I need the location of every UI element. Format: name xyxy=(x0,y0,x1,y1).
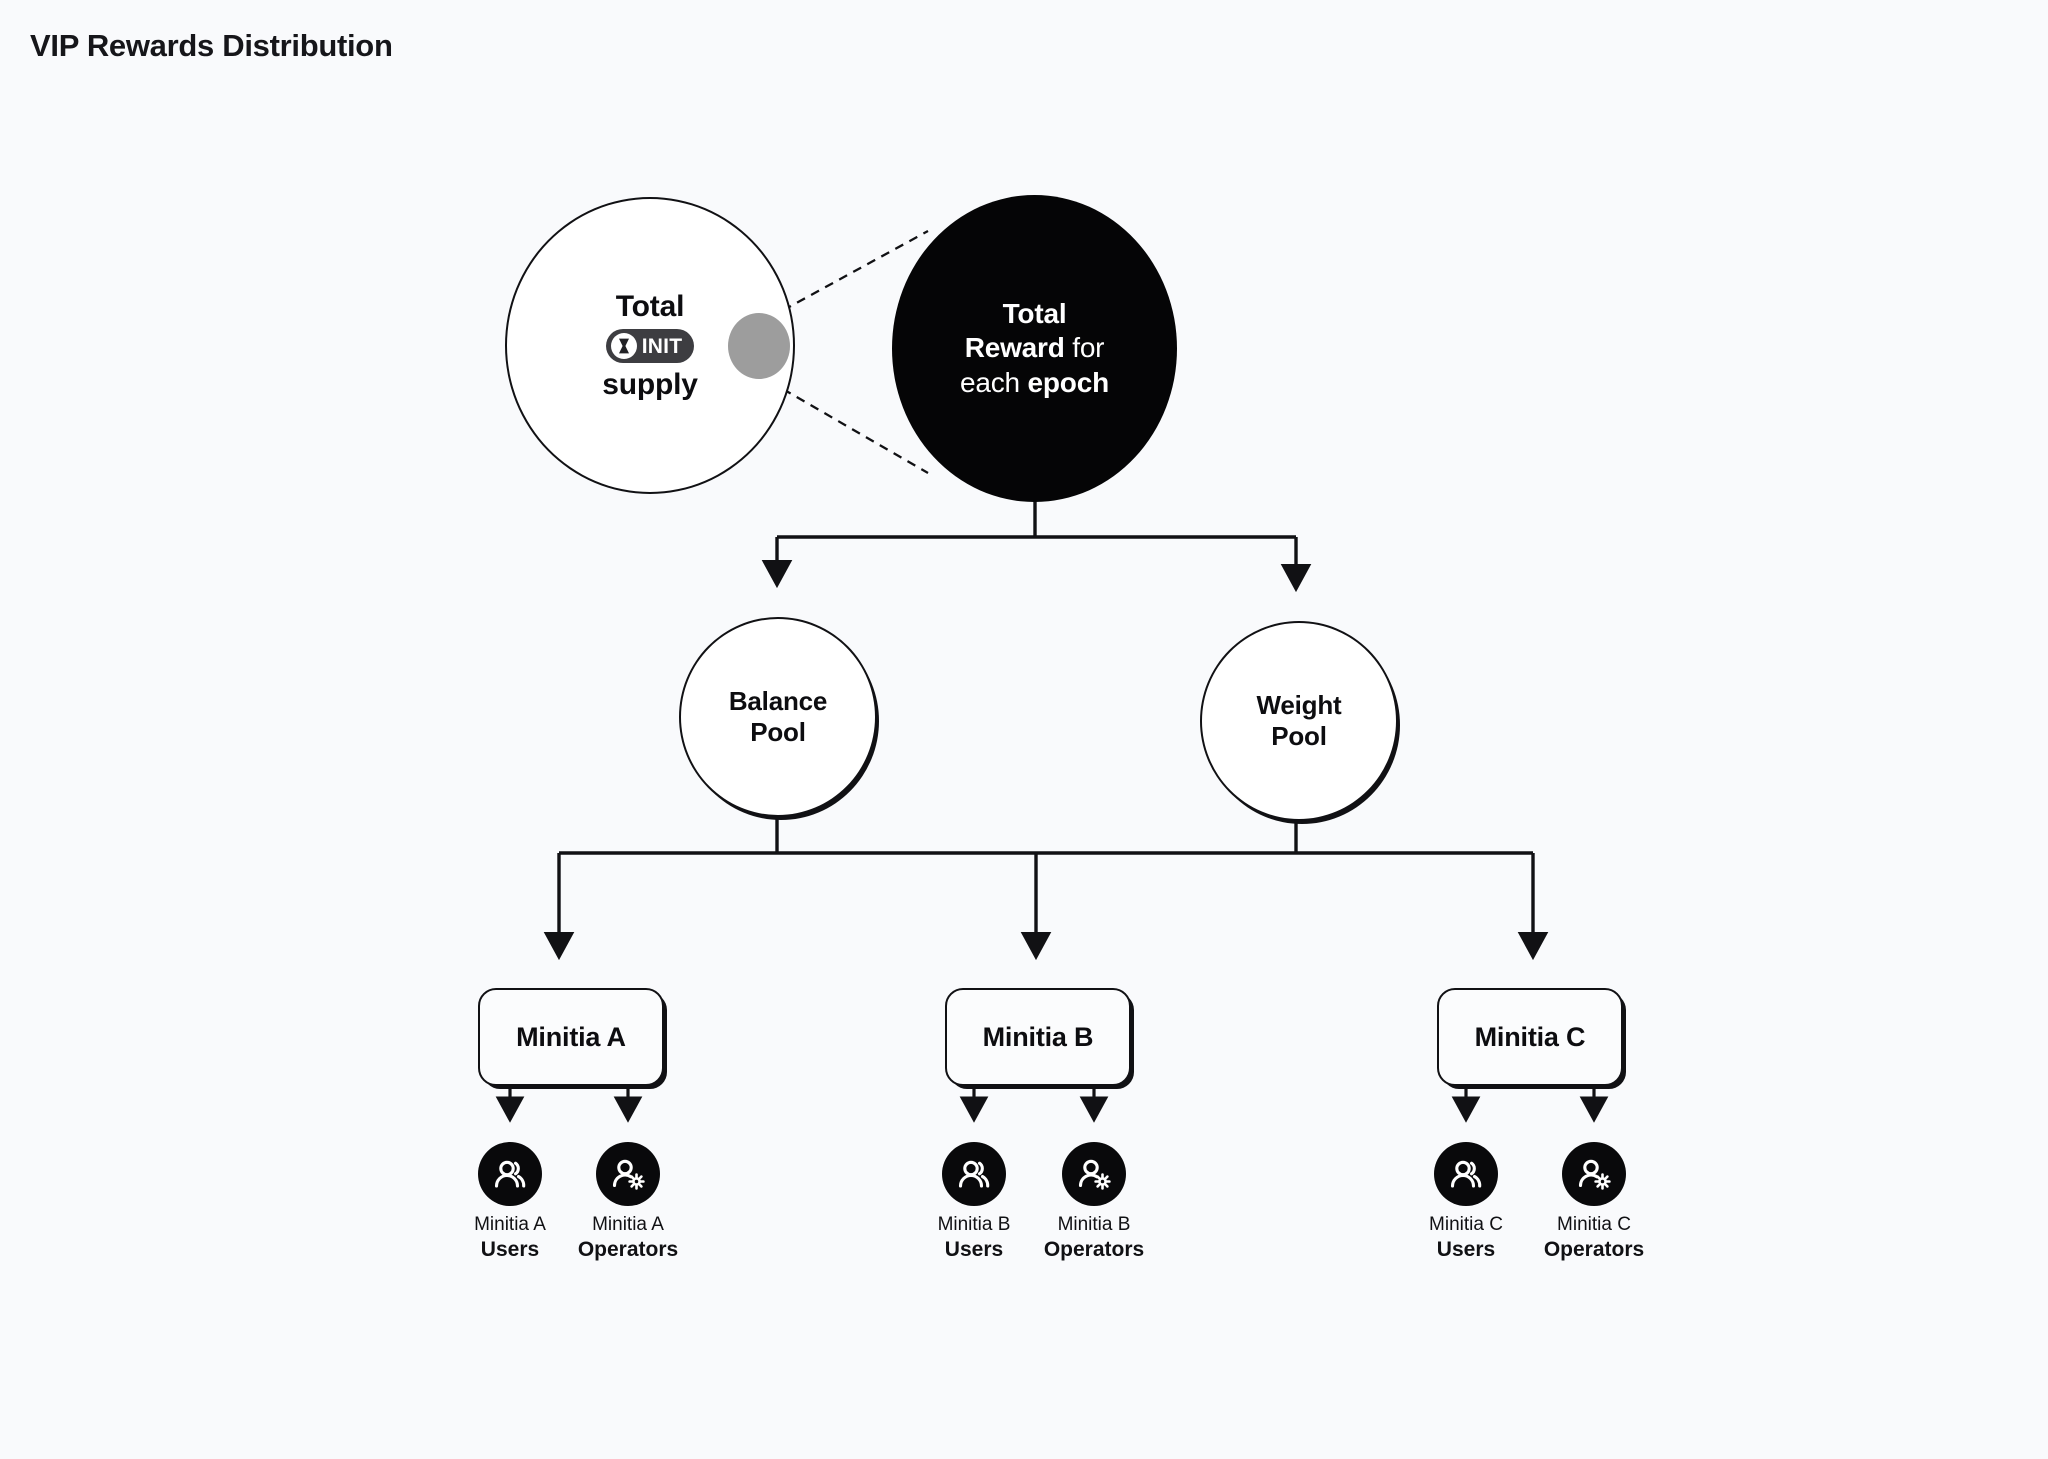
minitia-a-operators-line-1: Minitia A xyxy=(592,1214,664,1235)
total-reward-total-word: Total xyxy=(1002,298,1067,330)
minitia-a-users-line-1: Minitia A xyxy=(474,1214,546,1235)
minitia-c-box: Minitia C xyxy=(1437,988,1623,1086)
minitia-b-users-line-2: Users xyxy=(944,1238,1004,1262)
user-gear-icon xyxy=(596,1142,660,1206)
minitia-b-operators-label: Minitia B Operators xyxy=(1044,1213,1144,1264)
minitia-b-label: Minitia B xyxy=(982,1021,1094,1052)
minitia-b-operators-node: Minitia B Operators xyxy=(1019,1142,1169,1264)
balance-pool-line-2: Pool xyxy=(750,717,806,747)
minitia-a-label: Minitia A xyxy=(516,1021,626,1052)
minitia-b-operators-line-2: Operators xyxy=(1043,1238,1145,1262)
init-token-badge: INIT xyxy=(605,329,695,363)
pools-to-minitia-connector xyxy=(543,817,1549,961)
minitia-c-operators-line-2: Operators xyxy=(1543,1238,1645,1262)
minitia-b-to-leaves-connector xyxy=(959,1086,1109,1123)
total-supply-line-1: Total xyxy=(615,289,685,323)
minitia-b-users-line-1: Minitia B xyxy=(937,1214,1011,1235)
minitia-a-operators-line-2: Operators xyxy=(577,1238,679,1262)
minitia-c-operators-node: Minitia C Operators xyxy=(1519,1142,1669,1264)
minitia-c-users-label: Minitia C Users xyxy=(1429,1213,1503,1264)
balance-pool-node: Balance Pool xyxy=(679,617,877,817)
total-reward-reward-word: Reward xyxy=(964,332,1065,364)
minitia-a-users-line-2: Users xyxy=(480,1238,540,1262)
minitia-a-operators-label: Minitia A Operators xyxy=(578,1213,678,1264)
total-reward-line-2: Reward for xyxy=(965,331,1105,365)
minitia-b-box: Minitia B xyxy=(945,988,1131,1086)
minitia-b-operators-line-1: Minitia B xyxy=(1057,1214,1131,1235)
total-supply-line-3: supply xyxy=(602,368,698,401)
init-token-icon xyxy=(610,333,637,359)
minitia-c-to-leaves-connector xyxy=(1451,1086,1609,1123)
minitia-c-operators-line-1: Minitia C xyxy=(1557,1214,1631,1235)
magnifier-source-dot xyxy=(728,313,790,379)
reward-to-pools-connector xyxy=(761,500,1312,593)
balance-pool-line-1: Balance xyxy=(728,686,828,717)
minitia-c-users-node: Minitia C Users xyxy=(1391,1142,1541,1264)
total-reward-epoch-word: epoch xyxy=(1027,366,1110,398)
minitia-a-users-label: Minitia A Users xyxy=(474,1213,546,1264)
magnifier-dashed-lines xyxy=(768,229,929,474)
users-group-icon xyxy=(1434,1142,1498,1206)
weight-pool-line-1: Weight xyxy=(1256,690,1342,721)
minitia-b-users-node: Minitia B Users xyxy=(899,1142,1049,1264)
minitia-c-operators-label: Minitia C Operators xyxy=(1544,1213,1644,1264)
minitia-a-users-node: Minitia A Users xyxy=(435,1142,585,1264)
users-group-icon xyxy=(478,1142,542,1206)
minitia-b-users-label: Minitia B Users xyxy=(938,1213,1011,1264)
init-token-label: INIT xyxy=(641,334,683,358)
user-gear-icon xyxy=(1062,1142,1126,1206)
total-reward-for-word: for xyxy=(1072,332,1105,364)
users-group-icon xyxy=(942,1142,1006,1206)
minitia-a-operators-node: Minitia A Operators xyxy=(553,1142,703,1264)
minitia-a-box: Minitia A xyxy=(478,988,664,1086)
weight-pool-node: Weight Pool xyxy=(1200,621,1398,821)
minitia-c-label: Minitia C xyxy=(1474,1021,1586,1052)
total-reward-each-word: each xyxy=(960,366,1020,398)
weight-pool-line-2: Pool xyxy=(1271,721,1327,751)
minitia-c-users-line-2: Users xyxy=(1436,1238,1496,1262)
total-reward-node: Total Reward for each epoch xyxy=(892,195,1177,502)
total-reward-line-1: Total xyxy=(1003,297,1067,331)
minitia-a-to-leaves-connector xyxy=(495,1086,643,1123)
page-title: VIP Rewards Distribution xyxy=(30,28,393,63)
minitia-c-users-line-1: Minitia C xyxy=(1429,1214,1503,1235)
user-gear-icon xyxy=(1562,1142,1626,1206)
total-reward-line-3: each epoch xyxy=(960,366,1109,400)
